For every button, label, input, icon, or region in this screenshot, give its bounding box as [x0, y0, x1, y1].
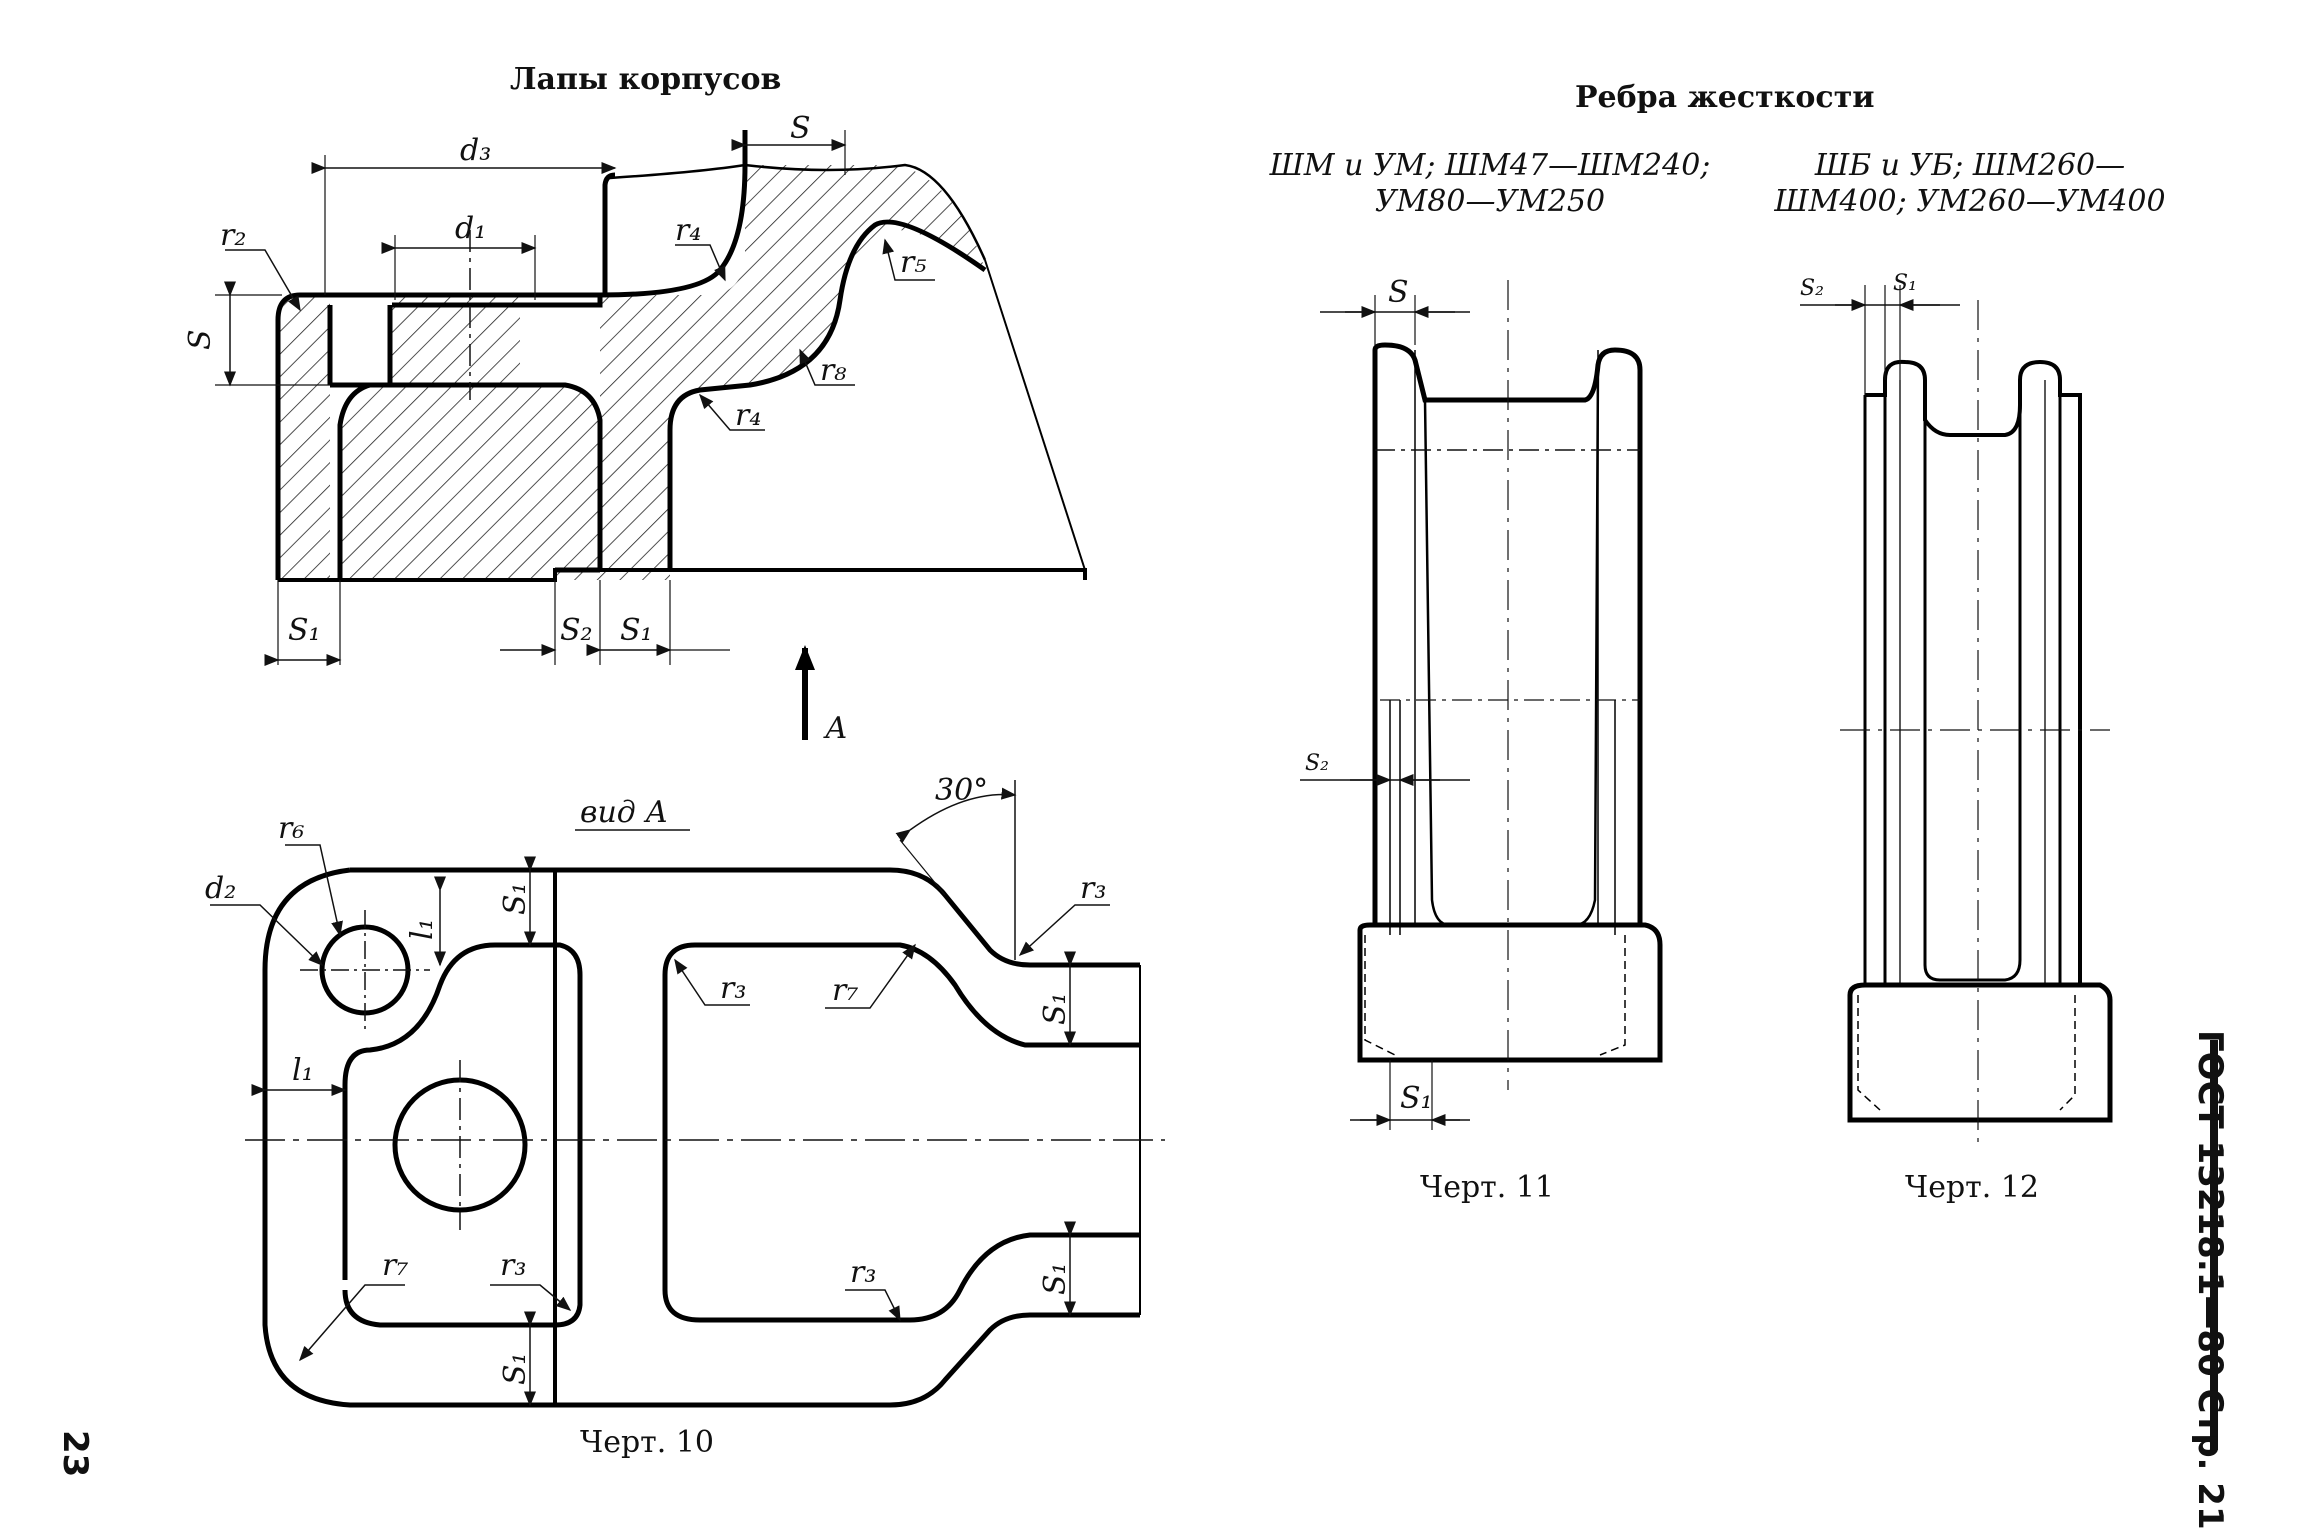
foot-section-body: [600, 165, 985, 580]
fig11-s2-label: S₂: [1305, 751, 1329, 776]
fig12-s2-label: S₂: [1800, 276, 1824, 301]
view-s1-top-label: S₁: [498, 882, 533, 915]
view-s1-bottom-label: S₁: [498, 1352, 533, 1385]
right-section-title: Ребра жесткости: [1575, 80, 1875, 115]
dim-s-left-label: S: [183, 329, 218, 350]
rib-drawing-11: S S₂ S₁: [1300, 275, 1663, 1130]
figure-12-caption: Черт. 12: [1905, 1170, 2039, 1205]
view-a-drawing: вид А 30° S₁ S₁ S₁ S₁ l₁: [205, 773, 1165, 1408]
variant-11-title: ШМ и УМ; ШМ47—ШМ240; УМ80—УМ250: [1230, 148, 1750, 220]
figure-10-caption: Черт. 10: [580, 1425, 714, 1460]
fig11-s1-label: S₁: [1400, 1081, 1433, 1116]
fig11-s-label: S: [1388, 275, 1409, 310]
view-s1-right-top-label: S₁: [1038, 992, 1073, 1025]
dim-d3-label: d₃: [460, 133, 491, 168]
dim-r8-label: r₈: [820, 353, 846, 388]
foot-section-drawing: d₃ d₁ S r₂ r₄ r₅ r₈ r₄ S S₁ S₂ S₁ А: [183, 111, 1087, 746]
variant-11-line1: ШМ и УМ; ШМ47—ШМ240;: [1269, 148, 1711, 183]
foot-section-left-wall: [278, 295, 600, 580]
variant-12-title: ШБ и УБ; ШМ260— ШМ400; УМ260—УМ400: [1740, 148, 2200, 220]
view-r7-top-label: r₇: [832, 973, 858, 1008]
view-l1-horizontal-label: l₁: [292, 1053, 314, 1088]
angle-label: 30°: [935, 773, 988, 808]
left-section-title: Лапы корпусов: [510, 62, 782, 97]
dim-s2-label: S₂: [560, 613, 593, 648]
view-r7-bottom-label: r₇: [382, 1248, 408, 1283]
dim-r4-top-label: r₄: [675, 213, 701, 248]
view-l1-vertical-label: l₁: [405, 918, 440, 940]
page-number: 23: [55, 1430, 95, 1478]
dim-s-top-label: S: [790, 111, 811, 146]
side-rule: [2210, 1040, 2218, 1450]
fig12-s1-label: S₁: [1893, 271, 1917, 296]
view-s1-right-bottom-label: S₁: [1038, 1262, 1073, 1295]
standard-running-header: ГОСТ 13218.1—80 Стр. 21: [2190, 1030, 2230, 1530]
view-arrow-label: А: [823, 711, 848, 746]
view-a-label: вид А: [580, 795, 668, 830]
rib-drawing-12: S₂ S₁: [1800, 271, 2113, 1150]
variant-11-line2: УМ80—УМ250: [1374, 184, 1606, 219]
dim-r5-label: r₅: [900, 245, 926, 280]
dim-r2-label: r₂: [220, 218, 246, 253]
dim-s1-left-label: S₁: [288, 613, 321, 648]
foot-section-outline: [275, 292, 603, 580]
view-d2-label: d₂: [205, 871, 236, 906]
view-r3-pocket-label: r₃: [720, 971, 746, 1006]
dim-r4-bottom-label: r₄: [735, 398, 761, 433]
view-r3-top-label: r₃: [1080, 871, 1106, 906]
figure-11-caption: Черт. 11: [1420, 1170, 1554, 1205]
view-r3-bottom-label: r₃: [850, 1255, 876, 1290]
variant-12-line2: ШМ400; УМ260—УМ400: [1774, 184, 2166, 219]
dim-d1-label: d₁: [455, 211, 486, 246]
view-r3-divider-label: r₃: [500, 1248, 526, 1283]
view-r6-label: r₆: [278, 811, 304, 846]
variant-12-line1: ШБ и УБ; ШМ260—: [1814, 148, 2126, 183]
dim-s1-right-label: S₁: [620, 613, 653, 648]
